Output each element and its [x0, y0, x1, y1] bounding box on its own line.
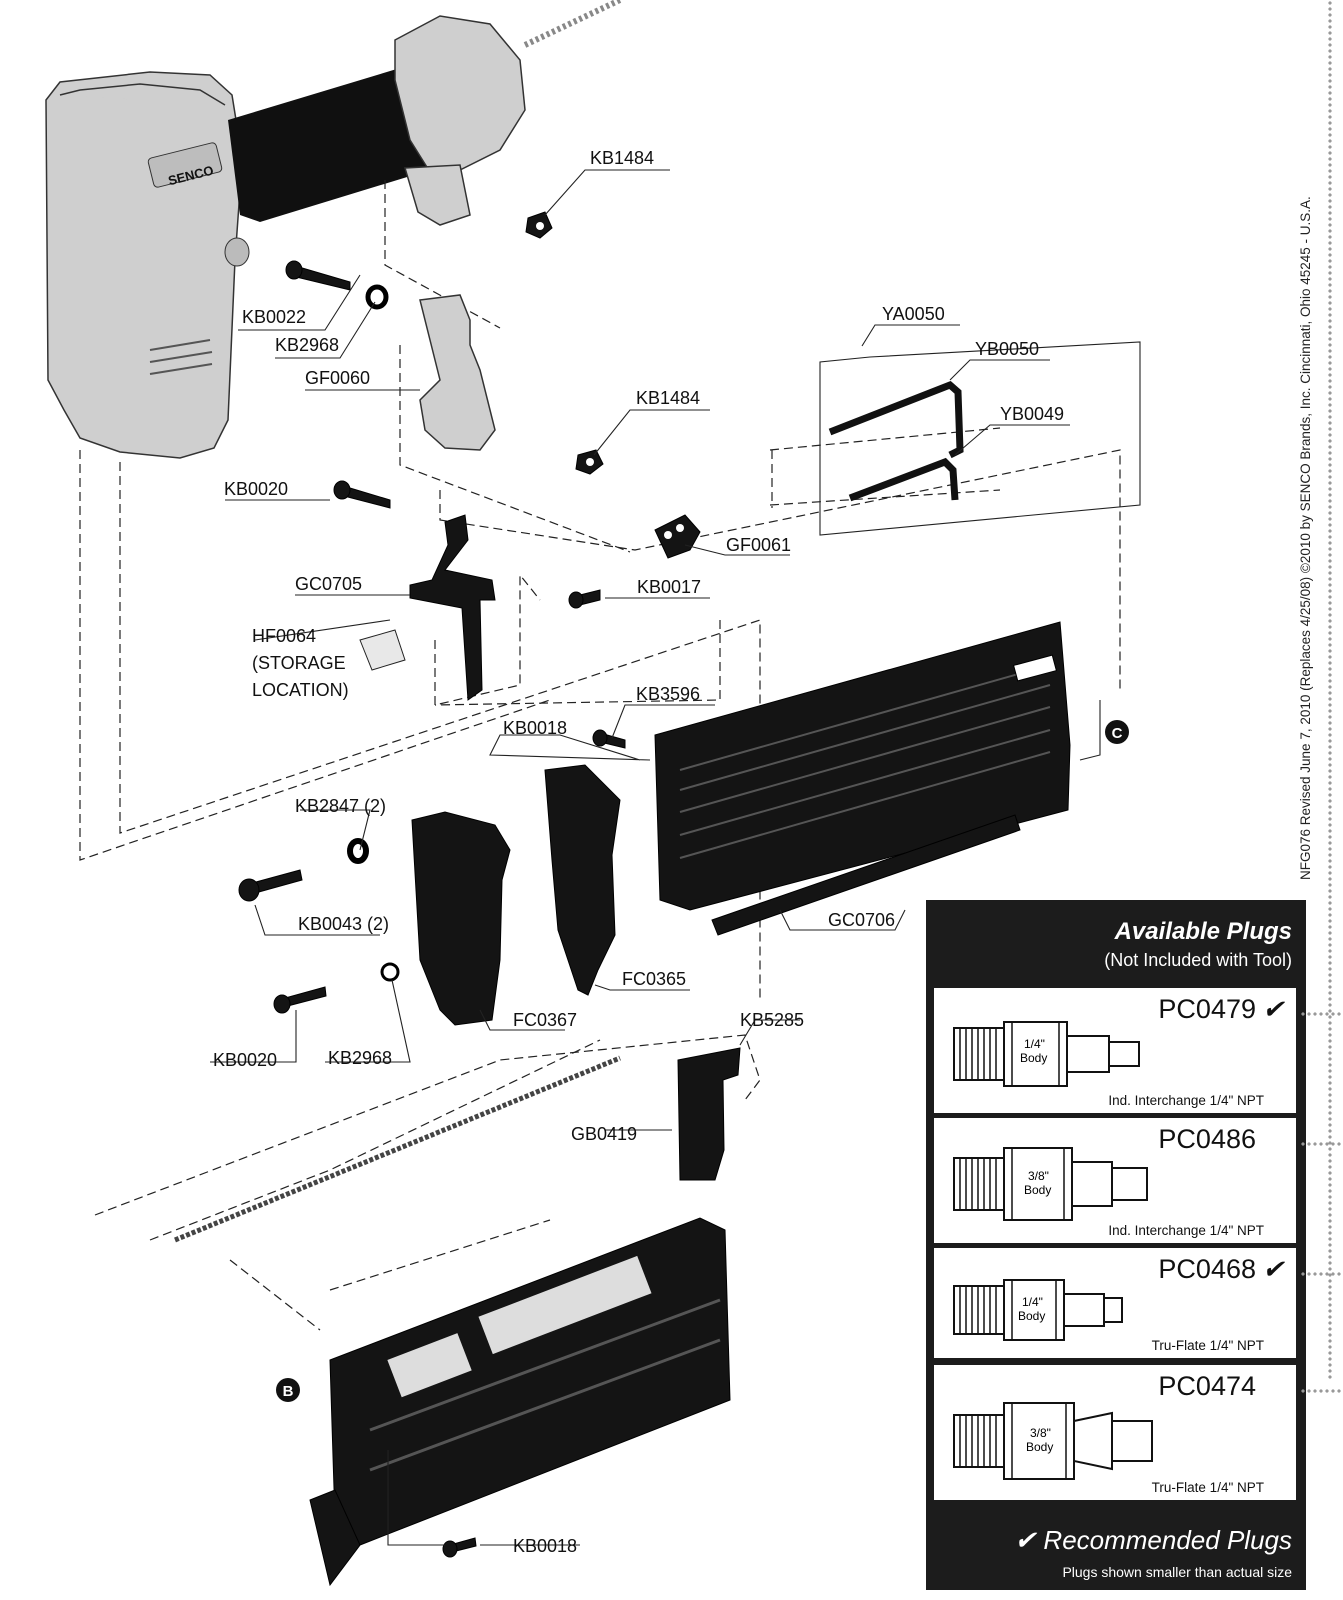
- rear-cap: [394, 15, 526, 226]
- label-kb3596: KB3596: [636, 684, 700, 704]
- label-fc0365: FC0365: [622, 969, 686, 989]
- badge-c: [1105, 720, 1129, 744]
- label-yb0049: YB0049: [1000, 404, 1064, 424]
- label-kb1484-a: KB1484: [590, 148, 654, 168]
- plug-dotted-line: [1300, 1141, 1343, 1147]
- leader-lines: [210, 169, 1101, 1546]
- plug-body-size: 3/8": [1028, 1169, 1049, 1183]
- label-kb2968-b: KB2968: [328, 1048, 392, 1068]
- label-kb2968-a: KB2968: [275, 335, 339, 355]
- label-kb0018-b: KB0018: [513, 1536, 577, 1556]
- nosepiece-body: [654, 621, 1071, 936]
- plug-drawing: 3/8" Body: [953, 1147, 1148, 1221]
- part-fc0365: [544, 764, 621, 996]
- label-gb0419: GB0419: [571, 1124, 637, 1144]
- part-gf0061: [654, 514, 701, 559]
- part-gb0419: [677, 1047, 741, 1181]
- recommended-plugs-title: ✔ Recommended Plugs: [1014, 1525, 1292, 1555]
- label-gf0061: GF0061: [726, 535, 791, 555]
- plug-row: PC0486 3/8" Body Ind. Interchange 1/4" N…: [934, 1118, 1343, 1243]
- hardware-parts: [238, 211, 626, 1558]
- plug-body-label: Body: [1026, 1440, 1053, 1454]
- label-kb5285: KB5285: [740, 1010, 804, 1030]
- plug-dotted-line: [1300, 1011, 1343, 1017]
- label-kb0043: KB0043 (2): [298, 914, 389, 934]
- label-kb0018-a: KB0018: [503, 718, 567, 738]
- plug-code: PC0474: [1158, 1371, 1256, 1401]
- label-kb0017: KB0017: [637, 577, 701, 597]
- label-fc0367: FC0367: [513, 1010, 577, 1030]
- available-plugs-panel: Available Plugs (Not Included with Tool)…: [926, 900, 1343, 1590]
- plug-drawing: 1/4" Body: [953, 1021, 1140, 1087]
- plug-dotted-line: [1300, 1271, 1343, 1277]
- part-fc0367: [411, 811, 511, 1026]
- hose-dotted-line: [523, 0, 622, 48]
- plug-description: Tru-Flate 1/4" NPT: [1151, 1338, 1264, 1353]
- plug-description: Ind. Interchange 1/4" NPT: [1108, 1093, 1264, 1108]
- plug-body-size: 3/8": [1030, 1426, 1051, 1440]
- recommended-check-icon: ✔: [1262, 1254, 1284, 1284]
- plug-body-label: Body: [1024, 1183, 1051, 1197]
- part-labels: KB1484 KB0022 KB2968 GF0060 KB1484 YA005…: [213, 148, 1064, 1556]
- label-kb0022: KB0022: [242, 307, 306, 327]
- part-hf0064: [359, 629, 406, 671]
- air-hose-dotted-line: [1327, 0, 1333, 1380]
- revision-note: NFG076 Revised June 7, 2010 (Replaces 4/…: [1298, 196, 1313, 880]
- part-gc0705: [409, 514, 496, 701]
- label-ya0050: YA0050: [882, 304, 945, 324]
- plug-drawing: 3/8" Body: [953, 1402, 1153, 1480]
- plug-code: PC0479: [1158, 994, 1256, 1024]
- label-gc0705: GC0705: [295, 574, 362, 594]
- hex-keys: [819, 341, 1141, 536]
- plug-body-label: Body: [1020, 1051, 1047, 1065]
- badge-c-letter: C: [1112, 725, 1123, 742]
- recommended-plugs-note: Plugs shown smaller than actual size: [1062, 1564, 1292, 1580]
- nail-strip: [174, 1055, 621, 1243]
- label-storage-1: (STORAGE: [252, 653, 346, 673]
- label-gf0060: GF0060: [305, 368, 370, 388]
- plug-description: Tru-Flate 1/4" NPT: [1151, 1480, 1264, 1495]
- label-kb1484-b: KB1484: [636, 388, 700, 408]
- plug-body-size: 1/4": [1024, 1037, 1045, 1051]
- plug-row: PC0479 ✔ 1/4" Body Ind. Interchange 1/4"…: [934, 988, 1343, 1113]
- badge-b: [276, 1378, 300, 1402]
- magazine: [309, 1217, 731, 1587]
- label-kb0020-b: KB0020: [213, 1050, 277, 1070]
- plugs-subtitle: (Not Included with Tool): [1104, 950, 1292, 970]
- label-hf0064: HF0064: [252, 626, 316, 646]
- plug-drawing: 1/4" Body: [953, 1279, 1123, 1341]
- plug-code: PC0468: [1158, 1254, 1256, 1284]
- plug-body-label: Body: [1018, 1309, 1045, 1323]
- plug-row: PC0474 3/8" Body Tru-Flate 1/4" NPT: [934, 1365, 1343, 1500]
- label-storage-2: LOCATION): [252, 680, 349, 700]
- badge-b-letter: B: [283, 1383, 294, 1400]
- label-kb0020-a: KB0020: [224, 479, 288, 499]
- label-kb2847: KB2847 (2): [295, 796, 386, 816]
- plug-dotted-line: [1300, 1388, 1343, 1394]
- label-yb0050: YB0050: [975, 339, 1039, 359]
- tool-housing: SENCO: [45, 71, 250, 459]
- plug-description: Ind. Interchange 1/4" NPT: [1108, 1223, 1264, 1238]
- plugs-title: Available Plugs: [1114, 918, 1292, 945]
- recommended-check-icon: ✔: [1262, 994, 1284, 1024]
- trigger-gf0060: [419, 294, 496, 451]
- plug-body-size: 1/4": [1022, 1295, 1043, 1309]
- plug-row: PC0468 ✔ 1/4" Body Tru-Flate 1/4" NPT: [934, 1248, 1343, 1358]
- plug-code: PC0486: [1158, 1124, 1256, 1154]
- alignment-lines: [79, 180, 1121, 1331]
- label-gc0706: GC0706: [828, 910, 895, 930]
